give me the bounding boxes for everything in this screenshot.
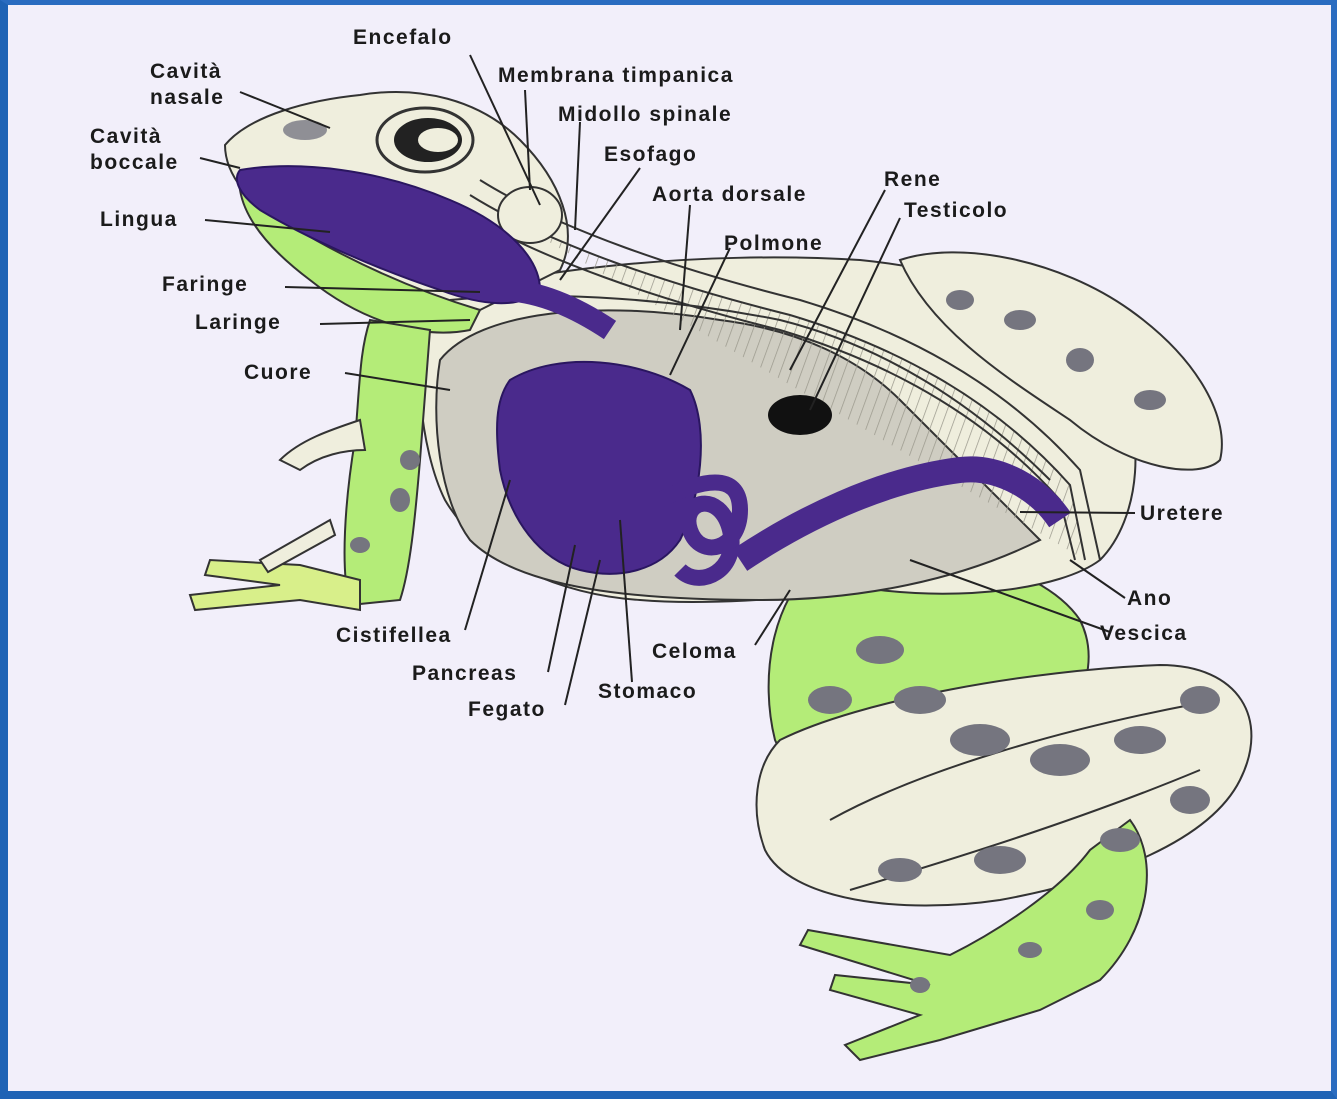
label-laringe: Laringe xyxy=(195,311,281,335)
label-rene: Rene xyxy=(884,168,941,192)
label-uretere: Uretere xyxy=(1140,502,1224,526)
label-cistifellea: Cistifellea xyxy=(336,624,452,648)
label-midollo-spinale: Midollo spinale xyxy=(558,103,732,127)
label-stomaco: Stomaco xyxy=(598,680,697,704)
label-pancreas: Pancreas xyxy=(412,662,517,686)
label-cavita-nasale-line1: Cavità xyxy=(150,60,222,84)
testis xyxy=(768,395,832,435)
label-cavita-boccale-line1: Cavità xyxy=(90,125,162,149)
label-cavita-boccale-line2: boccale xyxy=(90,151,179,175)
label-esofago: Esofago xyxy=(604,143,697,167)
label-fegato: Fegato xyxy=(468,698,546,722)
label-encefalo: Encefalo xyxy=(353,26,453,50)
label-ano: Ano xyxy=(1127,587,1172,611)
label-testicolo: Testicolo xyxy=(904,199,1008,223)
label-aorta-dorsale: Aorta dorsale xyxy=(652,183,807,207)
label-membrana-timpanica: Membrana timpanica xyxy=(498,64,734,88)
label-faringe: Faringe xyxy=(162,273,248,297)
label-vescica: Vescica xyxy=(1100,622,1188,646)
label-polmone: Polmone xyxy=(724,232,823,256)
label-celoma: Celoma xyxy=(652,640,737,664)
label-cavita-nasale-line2: nasale xyxy=(150,86,224,110)
label-lingua: Lingua xyxy=(100,208,178,232)
label-cuore: Cuore xyxy=(244,361,312,385)
